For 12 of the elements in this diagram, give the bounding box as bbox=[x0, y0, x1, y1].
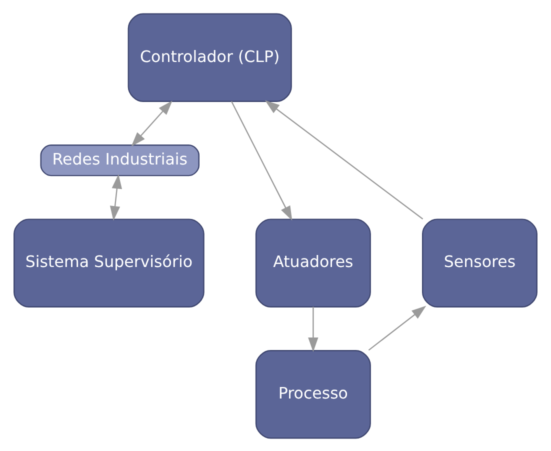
node-box: Processo bbox=[255, 350, 371, 438]
node-box: Sistema Supervisório bbox=[14, 218, 204, 307]
arrow bbox=[230, 100, 292, 220]
arrow bbox=[264, 100, 424, 219]
arrow bbox=[110, 174, 122, 220]
node-box: Sensores bbox=[422, 218, 538, 307]
arrow bbox=[368, 305, 426, 350]
node-box: Redes Industriais bbox=[40, 144, 200, 176]
node-box: Atuadores bbox=[255, 218, 371, 307]
arrow bbox=[308, 306, 318, 352]
arrow bbox=[131, 100, 172, 146]
node-box: Controlador (CLP) bbox=[128, 12, 292, 102]
